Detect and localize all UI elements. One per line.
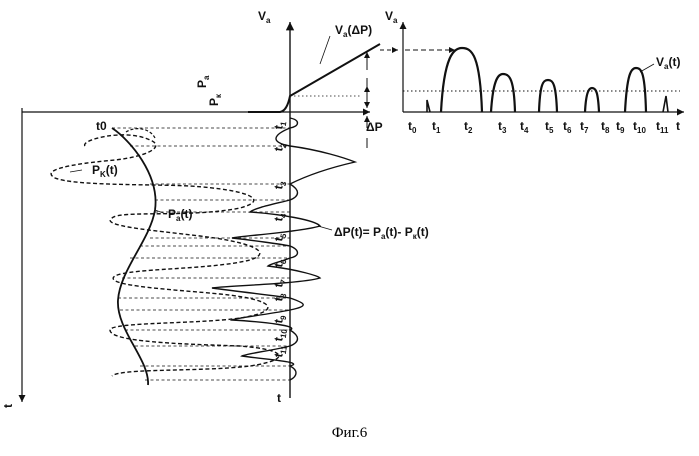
time-label-t2: t2 (464, 119, 473, 135)
time-label-t6: t6 (271, 257, 288, 269)
va-pulse-5 (625, 68, 646, 112)
time-label-t3: t3 (498, 119, 507, 135)
pa-t-leader (155, 210, 166, 214)
central-t-axis-label: t (277, 391, 281, 405)
time-label-t11: t11 (271, 343, 289, 359)
time-label-t2: t2 (271, 141, 288, 153)
va-pulse-1 (441, 48, 482, 112)
transfer-function-label: Va(ΔP) (335, 23, 372, 39)
time-label-t7: t7 (271, 277, 288, 289)
time-label-t0: t0 (408, 119, 417, 135)
time-label-t11: t11 (656, 119, 669, 135)
left-t-axis-label: t (1, 404, 15, 408)
time-label-t1: t1 (271, 119, 288, 131)
va-t-leader (640, 64, 654, 72)
pk-dashed-start (126, 129, 155, 138)
time-label-t6: t6 (563, 119, 572, 135)
transfer-label-leader (320, 36, 330, 64)
time-label-t10: t10 (271, 327, 289, 343)
pk-t-leader (70, 170, 82, 172)
time-label-t3: t3 (271, 179, 288, 191)
delta-p-waveform (212, 118, 355, 380)
time-label-t8: t8 (271, 291, 288, 303)
transfer-characteristic-curve (248, 44, 380, 112)
time-label-t4: t4 (271, 211, 288, 223)
time-label-t1: t1 (432, 119, 441, 135)
right-time-labels: t0 t1 t2 t3 t4 t5 t6 t7 t8 t9 t10 t11 (408, 119, 669, 135)
va-right-label: Va (385, 9, 398, 25)
time-label-t9: t9 (616, 119, 625, 135)
delta-p-axis-label: ΔP (366, 120, 383, 134)
va-pulse-2 (491, 74, 515, 112)
figure-caption: Фиг.6 (331, 425, 368, 441)
va-pulse-t11 (663, 96, 668, 112)
time-label-t5: t5 (545, 119, 554, 135)
delta-p-formula: ΔP(t)= Pa(t)- Pк(t) (334, 225, 429, 241)
va-t-label: Va(t) (656, 55, 680, 71)
time-label-t10: t10 (633, 119, 646, 135)
formula-leader (318, 226, 332, 230)
pk-t-label: PK(t) (92, 163, 118, 179)
pk-axis-label: Pк (207, 93, 223, 106)
pa-axis-label: Pa (195, 75, 211, 88)
time-label-t4: t4 (520, 119, 529, 135)
right-t-axis-label: t (676, 119, 680, 133)
pa-t-label: Pa(t) (168, 207, 192, 223)
time-label-t8: t8 (601, 119, 610, 135)
va-pulse-t0 (427, 100, 430, 112)
va-central-label: Va (258, 9, 271, 25)
crossing-dashed-lines (112, 128, 290, 380)
left-t0-label: t0 (96, 119, 107, 133)
time-label-t7: t7 (580, 119, 589, 135)
time-label-t5: t5 (271, 231, 288, 243)
pk-dashed-waveform (51, 135, 279, 376)
time-label-t9: t9 (271, 313, 288, 325)
pa-solid-curve (112, 128, 156, 385)
va-pulse-3 (539, 80, 557, 112)
va-pulse-4 (585, 88, 599, 112)
